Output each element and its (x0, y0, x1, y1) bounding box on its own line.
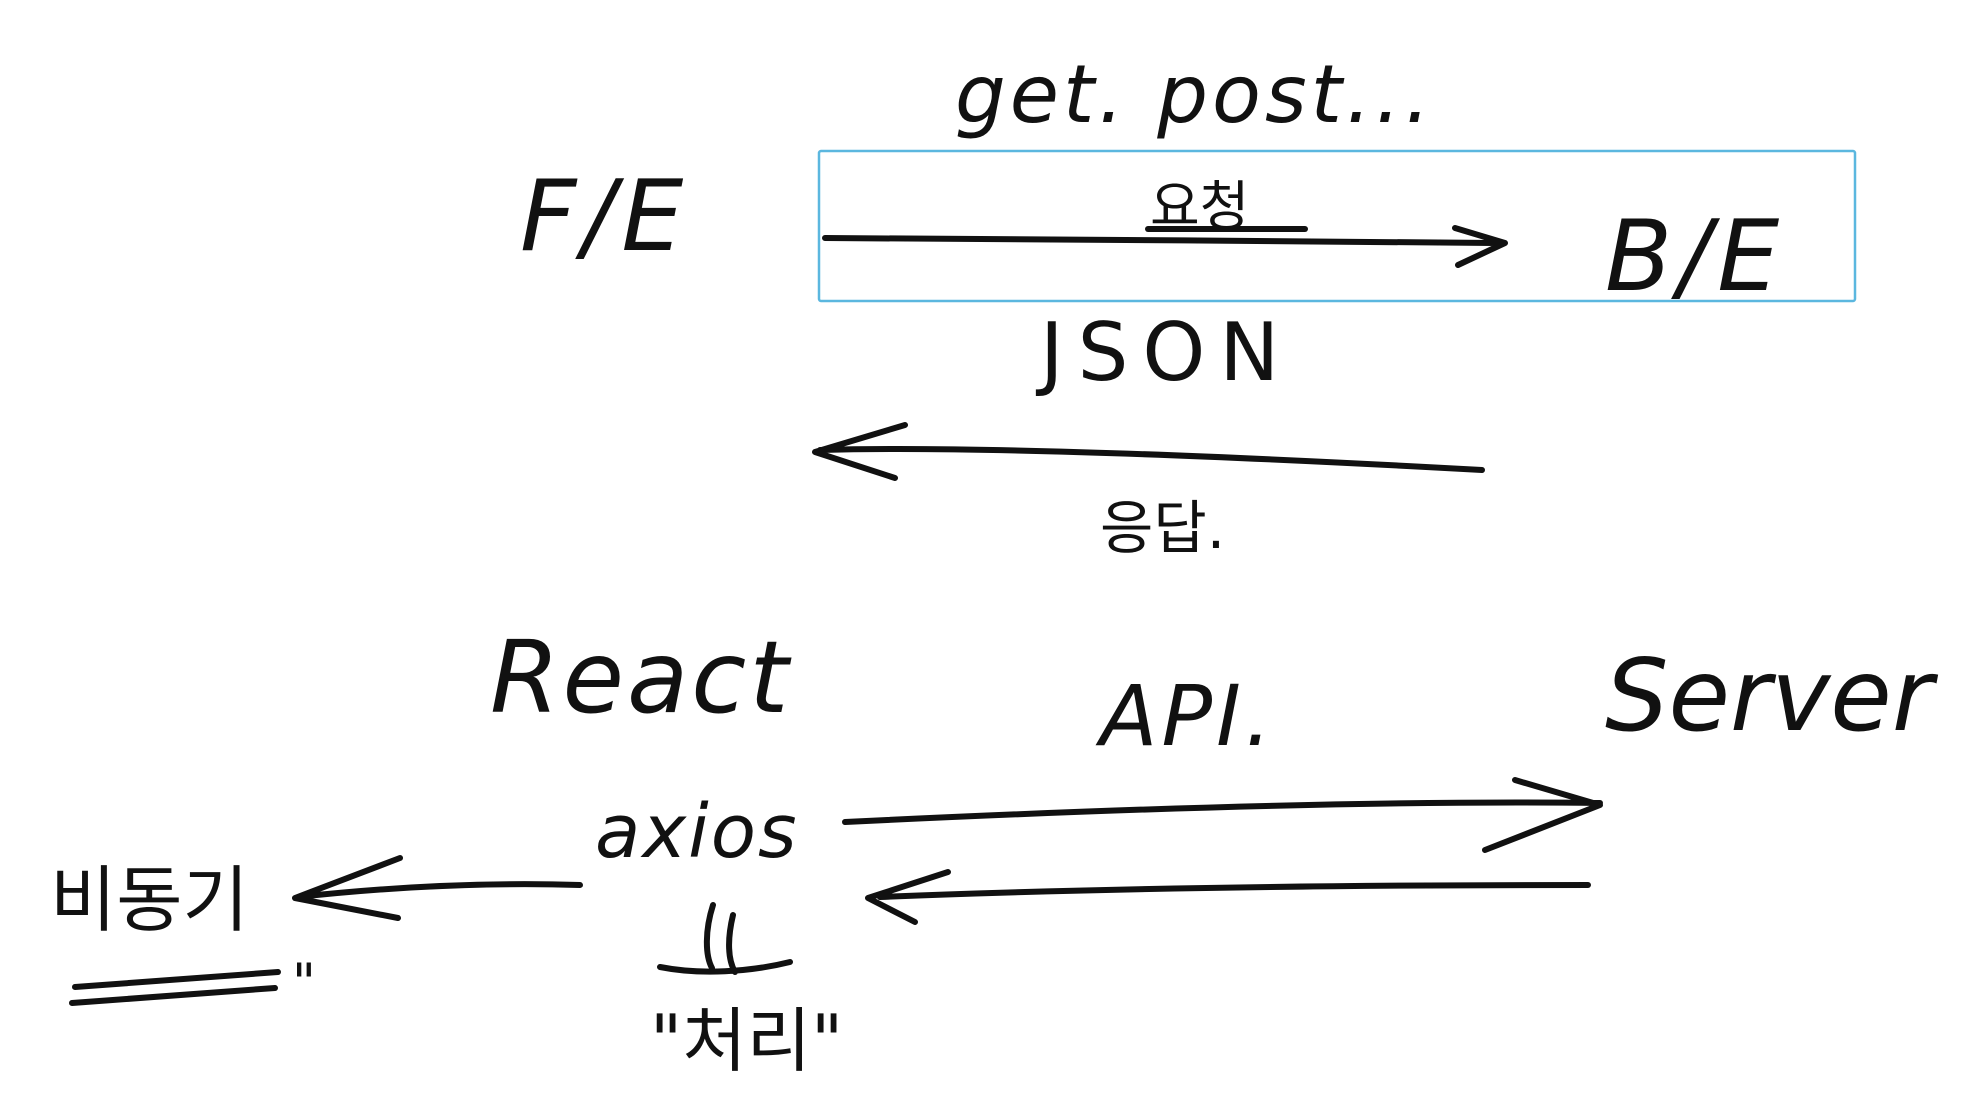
api-request-arrow (842, 777, 1603, 853)
async-label: 비동기 (50, 858, 249, 942)
response-arrow (812, 422, 1485, 481)
backend-label: B/E (1605, 200, 1785, 314)
response-label: 응답. (1100, 494, 1225, 562)
axios-label: axios (595, 789, 799, 875)
server-label: Server (1605, 637, 1939, 754)
async-arrow (292, 855, 583, 921)
json-label: JSON (1035, 306, 1293, 399)
http-methods-label: get. post... (955, 48, 1434, 141)
selection-box[interactable] (817, 149, 1857, 303)
handling-label: "처리" (650, 1000, 843, 1082)
async-double-underline (69, 969, 281, 1006)
async-quote-mark: " (292, 953, 316, 1013)
api-label: API. (1095, 667, 1276, 765)
frontend-label: F/E (520, 160, 689, 274)
implies-marks (657, 902, 793, 975)
request-arrow (822, 225, 1508, 268)
react-label: React (490, 619, 792, 736)
api-response-arrow (865, 869, 1591, 925)
